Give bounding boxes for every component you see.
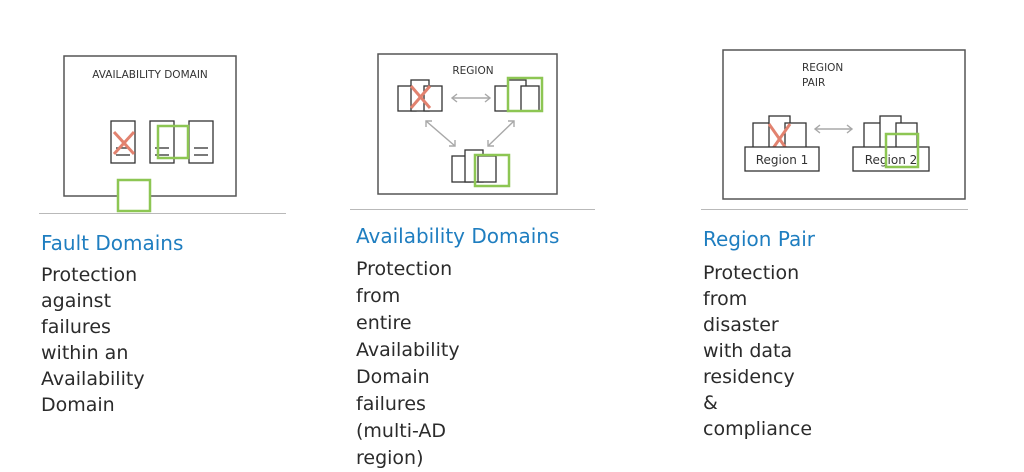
- datacenter-icon: [752, 115, 807, 152]
- failover-highlight: [884, 132, 920, 169]
- red-cross-icon: [409, 85, 432, 109]
- failover-highlight: [473, 153, 511, 188]
- divider: [350, 209, 595, 210]
- region-1-box: [744, 146, 820, 172]
- region-pair-label: PAIR: [802, 77, 825, 89]
- fault-domains-diagram: AVAILABILITY DOMAIN: [63, 55, 237, 213]
- panel-description: Protection from entire Availability Doma…: [356, 256, 460, 472]
- failover-highlight: [156, 124, 190, 160]
- double-arrow-icon: [450, 93, 492, 103]
- divider: [39, 213, 286, 214]
- server-icon: [149, 120, 175, 164]
- region-2-label: Region 2: [865, 153, 918, 167]
- failover-highlight: [506, 76, 544, 113]
- availability-domain-label: AVAILABILITY DOMAIN: [92, 69, 208, 81]
- description-line: failures (multi-AD: [356, 393, 447, 442]
- double-arrow-icon: [425, 120, 456, 147]
- availability-domains-diagram: REGION: [377, 53, 558, 195]
- panel-description: Protection from disaster with data resid…: [703, 260, 812, 442]
- double-arrow-icon: [813, 124, 854, 134]
- description-line: failures within an: [41, 316, 129, 364]
- panel-heading: Availability Domains: [356, 224, 560, 248]
- description-line: region): [356, 447, 424, 469]
- panel-heading: Fault Domains: [41, 231, 184, 255]
- failover-highlight: [116, 178, 152, 213]
- region-pair-label: REGION: [802, 62, 843, 74]
- panel-description: Protection against failures within an Av…: [41, 262, 145, 418]
- description-line: Availability Domain: [41, 368, 145, 416]
- divider: [701, 209, 968, 210]
- description-line: Protection against: [41, 264, 138, 312]
- description-line: compliance: [703, 418, 813, 440]
- description-line: Protection from entire: [356, 258, 453, 334]
- region-pair-diagram: REGION PAIR Region 1 Region 2: [722, 49, 966, 200]
- description-line: with data residency &: [703, 340, 795, 414]
- red-cross-icon: [112, 130, 136, 156]
- description-line: Availability Domain: [356, 339, 460, 388]
- region-label: REGION: [452, 65, 493, 77]
- double-arrow-icon: [487, 120, 515, 147]
- panel-heading: Region Pair: [703, 227, 816, 251]
- region-1-label: Region 1: [756, 153, 809, 167]
- server-icon: [188, 120, 214, 164]
- description-line: Protection from disaster: [703, 262, 800, 336]
